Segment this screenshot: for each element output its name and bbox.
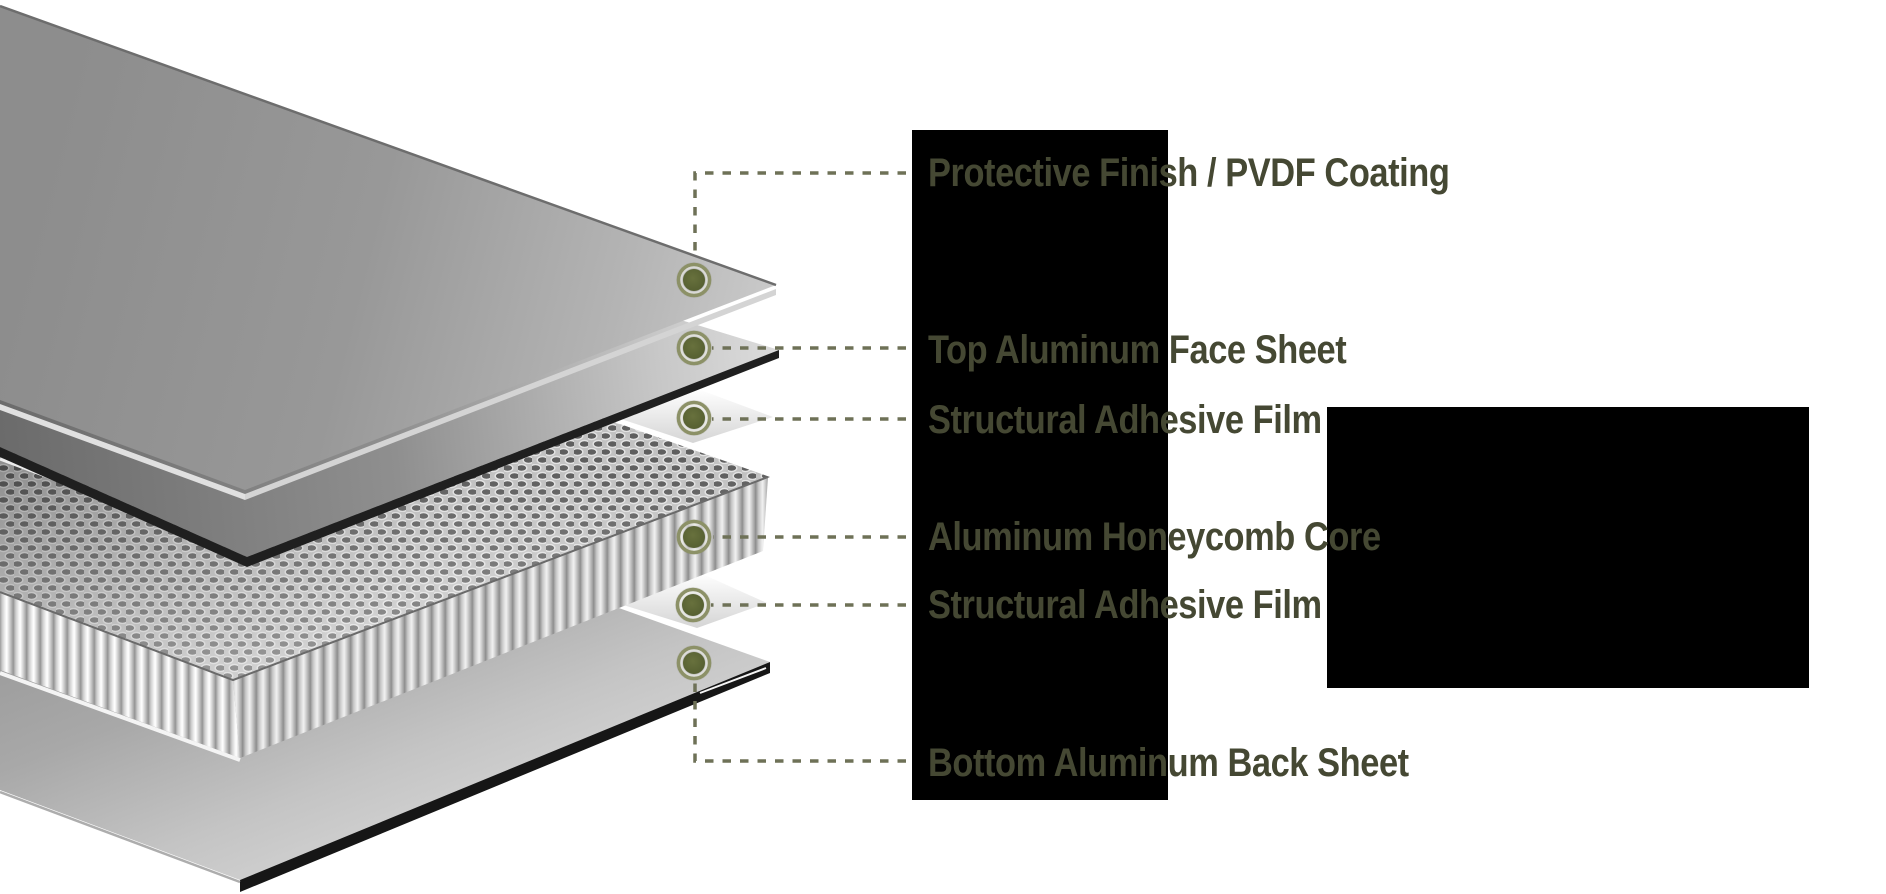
layer-label-protective-finish: Protective Finish / PVDF Coating <box>928 151 1450 195</box>
layer-label-honeycomb-core: Aluminum Honeycomb Core <box>928 515 1381 559</box>
layer-label-adhesive-top: Structural Adhesive Film <box>928 398 1322 442</box>
exploded-panel-illustration <box>0 4 779 892</box>
redaction-box-left <box>912 130 1168 800</box>
layer-label-adhesive-bottom: Structural Adhesive Film <box>928 583 1322 627</box>
layer-label-bottom-back-sheet: Bottom Aluminum Back Sheet <box>928 741 1409 785</box>
layer-label-top-face-sheet: Top Aluminum Face Sheet <box>928 328 1347 372</box>
redaction-box-right <box>1327 407 1809 688</box>
protective-finish-layer <box>0 4 777 500</box>
